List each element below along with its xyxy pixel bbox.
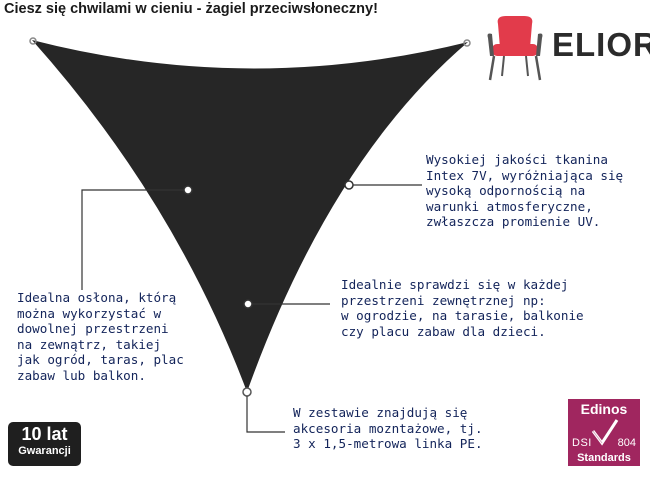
cert-standard: Standards [577, 452, 631, 464]
brand-logo-text: ELIOR [552, 26, 650, 63]
corner-ring-bottom [242, 387, 252, 397]
page-headline: Ciesz się chwilami w cieniu - żagiel prz… [4, 1, 378, 17]
checkmark-icon [591, 419, 619, 446]
callout-line-kit [246, 396, 285, 433]
cert-number: 804 [617, 437, 636, 449]
corner-ring-right [463, 39, 471, 47]
callout-marker-uv [344, 180, 354, 190]
corner-ring-left [29, 37, 37, 45]
note-outdoor-space: Idealnie sprawdzi się w każdej przestrze… [341, 277, 584, 339]
callout-marker-use [183, 185, 193, 195]
note-fabric-uv: Wysokiej jakości tkanina Intex 7V, wyróż… [426, 152, 624, 230]
note-kit-contents: W zestawie znajdują się akcesoria moznta… [293, 405, 483, 452]
warranty-years: 10 lat [21, 424, 68, 444]
note-usage: Idealna osłona, którą można wykorzystać … [17, 290, 184, 383]
cert-dsi: DSI [572, 437, 592, 449]
callout-line-use [81, 189, 188, 290]
callout-marker-space [243, 299, 253, 309]
standards-badge: Edinos DSI 804 Standards [568, 399, 640, 466]
armchair-icon [487, 16, 543, 81]
cert-brand: Edinos [580, 401, 628, 417]
shade-sail [32, 40, 468, 392]
warranty-label: Gwarancji [18, 445, 71, 457]
warranty-badge: 10 lat Gwarancji [8, 422, 81, 466]
